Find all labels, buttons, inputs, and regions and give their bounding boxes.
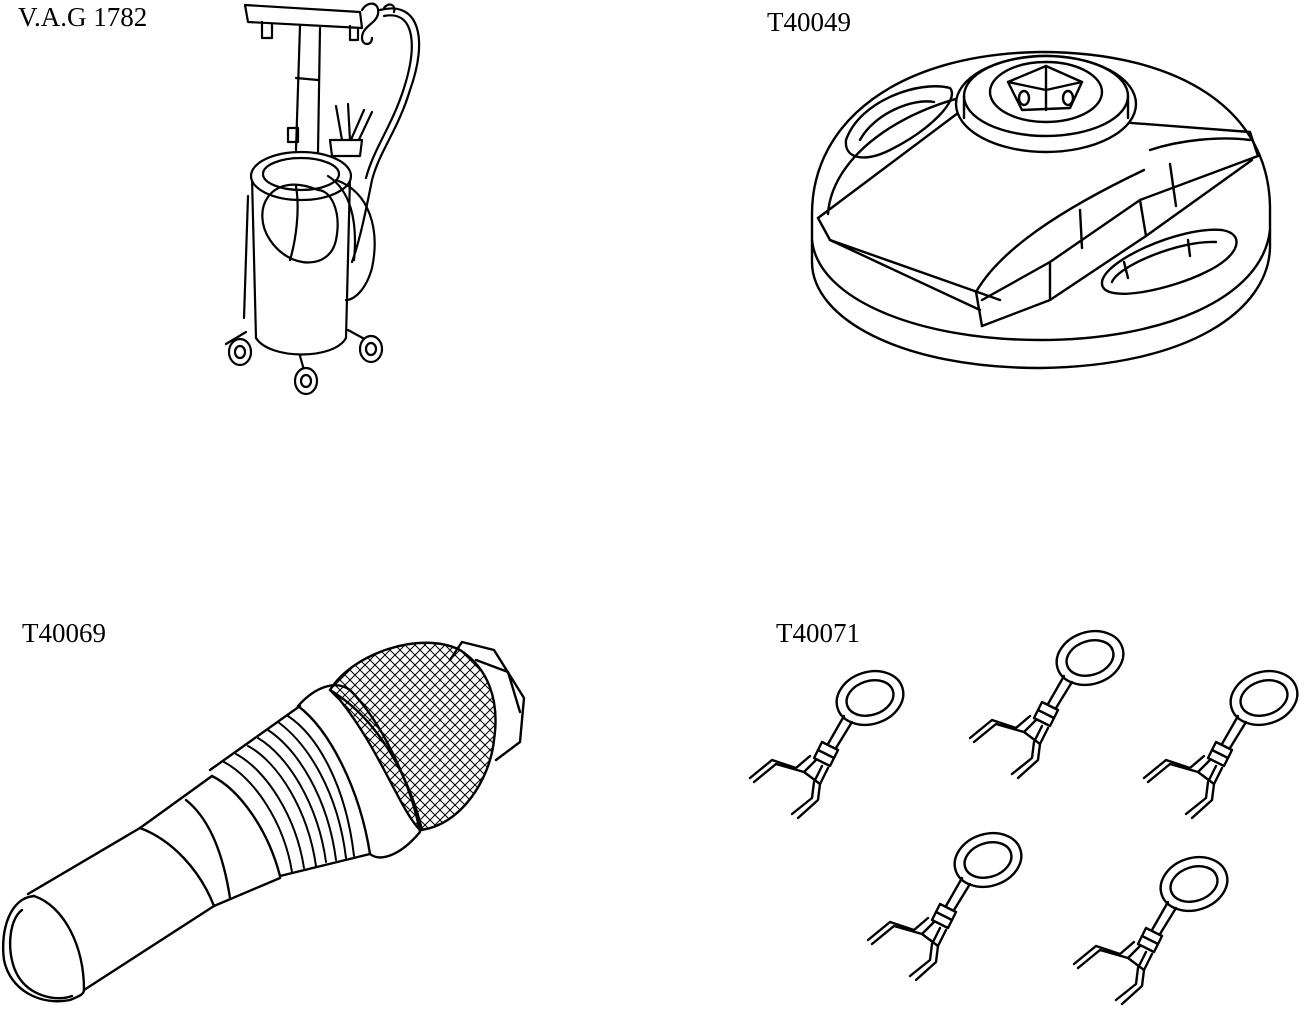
oil-extractor-illustration [220,0,430,400]
tool-label-t40071: T40071 [776,618,860,648]
locking-pin-illustration [0,630,540,1009]
counterhold-socket-illustration [800,40,1280,380]
wire-clips-illustration [740,621,1307,1009]
tool-label-t40069: T40069 [22,618,106,648]
tool-label-t40049: T40049 [767,7,851,37]
tool-label-vag1782: V.A.G 1782 [18,2,148,32]
